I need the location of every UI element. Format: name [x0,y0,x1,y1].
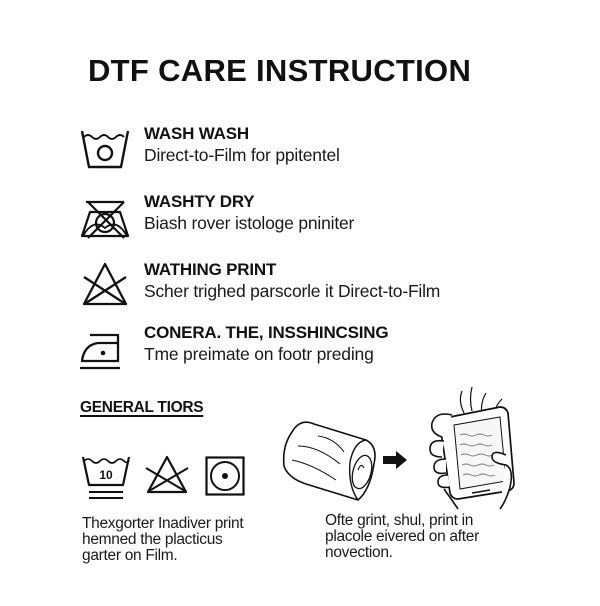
care-item-heading: CONERA. THE, INSSHINCSING [144,323,389,342]
care-item-description: Tme preimate on footr preding [144,344,374,364]
care-item-bleach: WATHING PRINT Scher trighed parscorle it… [80,260,560,316]
iron-icon [80,323,130,373]
svg-text:10: 10 [99,468,113,482]
wash-tub-icon [80,124,130,174]
arrow-right-icon [383,451,407,469]
tip-line: novection. [325,544,393,561]
tip-line: garter on Film. [82,547,178,564]
care-item-dry: WASHTY DRY Biash rover istologe pniniter [80,192,560,248]
care-item-description: Scher trighed parscorle it Direct-to-Fil… [144,281,441,301]
care-item-iron: CONERA. THE, INSSHINCSING Tme preimate o… [80,323,560,379]
do-not-tumble-dry-icon [80,192,130,242]
do-not-bleach-icon [80,260,130,310]
hand-holding-print-icon [410,385,530,510]
care-item-heading: WATHING PRINT [144,260,277,279]
do-not-bleach-icon [145,455,189,495]
tip-line: Thexgorter Inadiver print [82,515,244,532]
care-item-heading: WASH WASH [144,124,249,143]
care-item-description: Biash rover istologe pniniter [144,213,355,233]
general-tips-heading: GENERAL TIORS [80,399,204,416]
general-tip-right: Ofte grint, shul, print in placole eiver… [325,513,479,561]
wash-10-icon: 10 [82,455,130,507]
care-item-description: Direct-to-Film for ppitentel [144,145,340,165]
rolled-garment-icon [278,412,380,508]
tip-line: hemned the placticus [82,531,223,548]
tip-line: Ofte grint, shul, print in [325,512,474,529]
tumble-dry-icon [205,456,245,496]
tip-line: placole eivered on after [325,528,479,545]
page-title: DTF CARE INSTRUCTION [88,53,472,88]
care-item-wash: WASH WASH Direct-to-Film for ppitentel [80,124,560,180]
care-item-heading: WASHTY DRY [144,192,255,211]
general-tip-left: Thexgorter Inadiver print hemned the pla… [82,515,244,564]
